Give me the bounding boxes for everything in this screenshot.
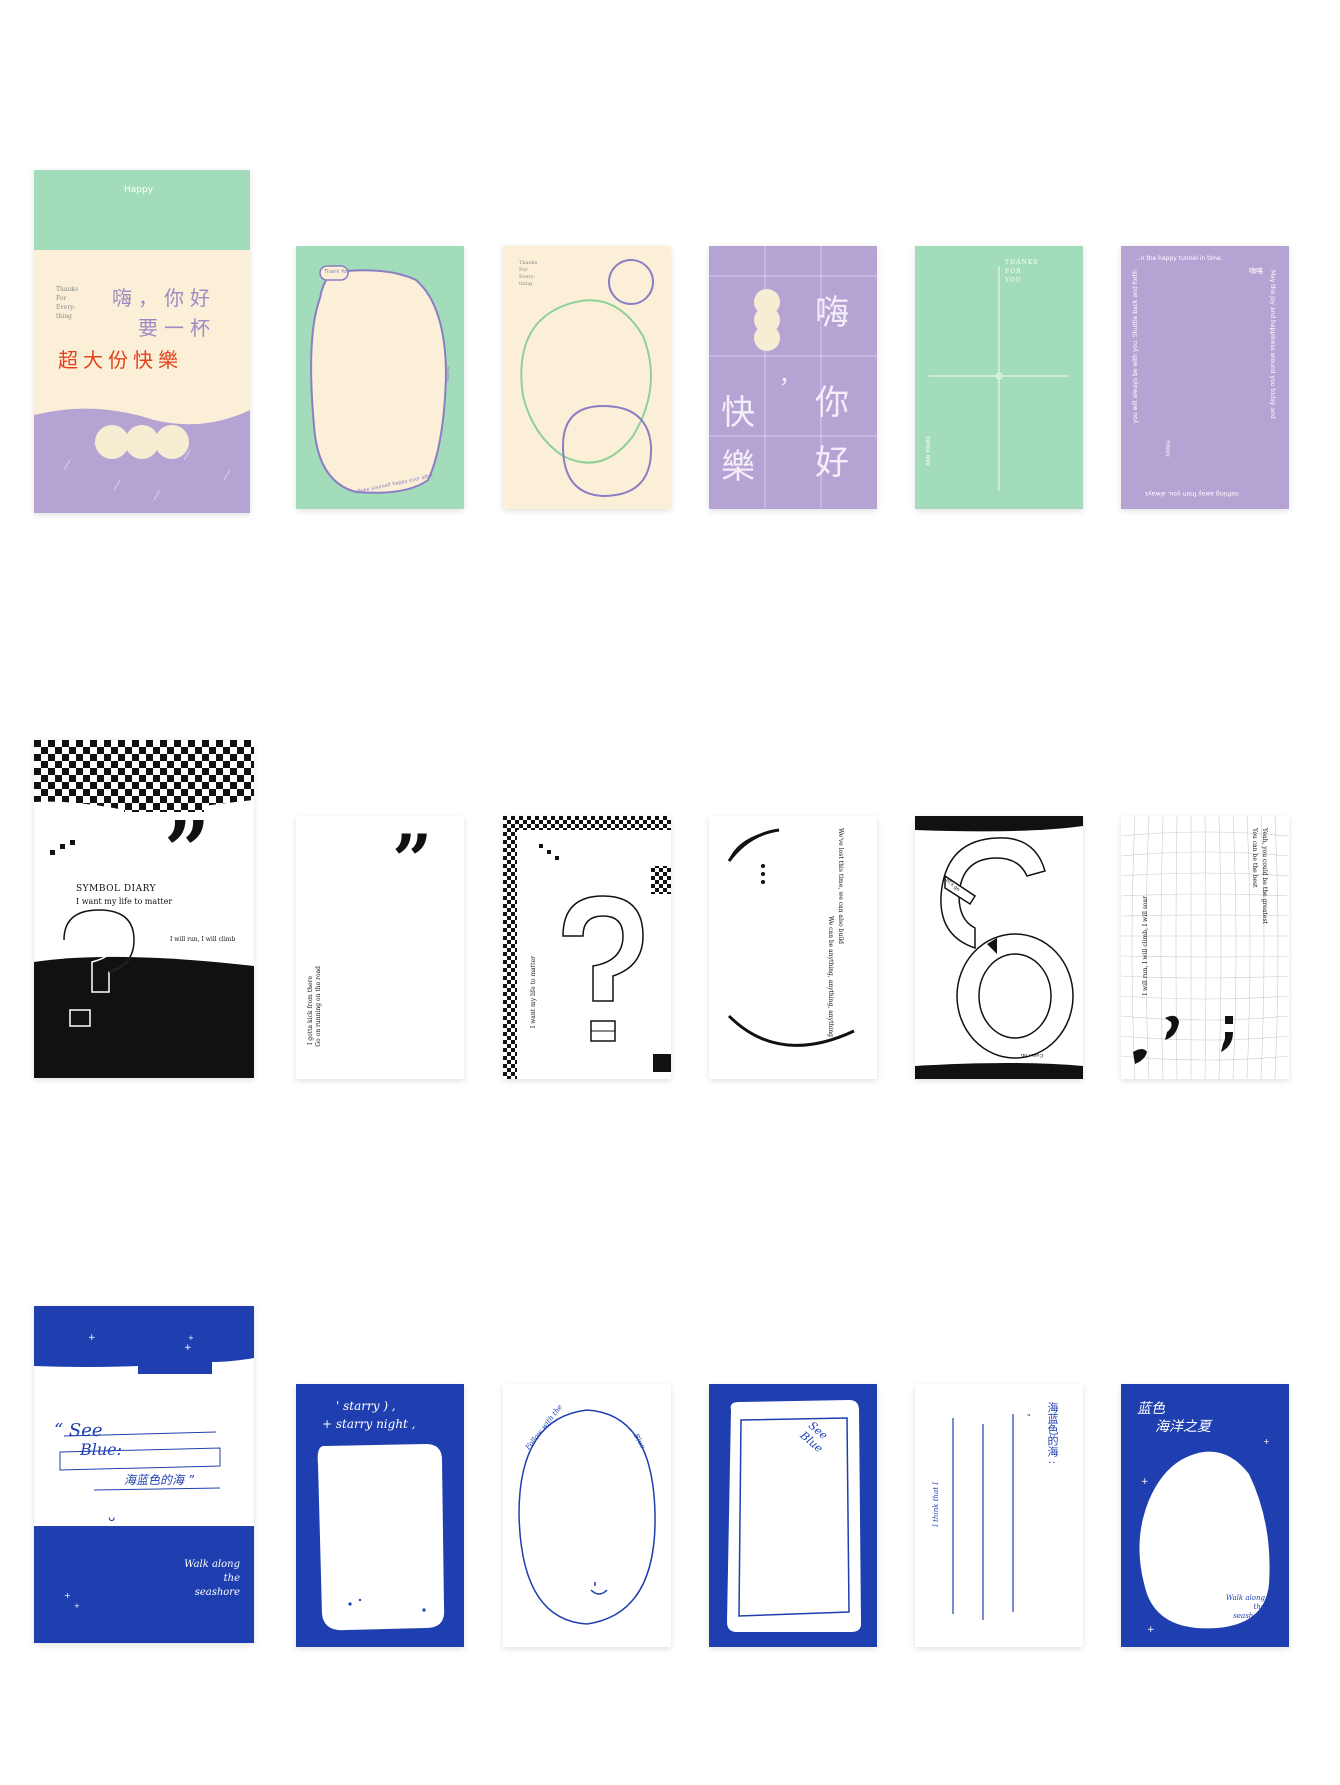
box-art: + + + + + ᴗ (34, 1306, 254, 1643)
happy-card-3: 嗨 ， 你 好 快 樂 (709, 246, 877, 509)
box-side-text: I will run, I will climb (170, 936, 236, 943)
card-text-left: I will run, I will climb, I will soar (1142, 896, 1149, 996)
box-brand: Happy (124, 185, 154, 195)
box-subtitle: 海蓝色的海 ” (124, 1473, 195, 1487)
card-text-bottom: We can be anything, anything, anything (827, 916, 834, 1037)
card-top-text: ...n the happy tunnel in time. (1135, 255, 1223, 262)
symbol-box: ” SYMBOL DIARY I want my life to matter … (34, 740, 254, 1078)
happy-box: Happy Thanks For Every- thing 嗨，你好 要一杯 超… (34, 170, 250, 513)
svg-text:+: + (64, 1591, 71, 1600)
checker-border (503, 816, 671, 1079)
bracket-arcs (727, 828, 855, 1047)
box-title-1: “ See (54, 1420, 103, 1441)
svg-text:": " (1027, 1413, 1031, 1422)
card-side-tag: 嗨咯 (1249, 267, 1263, 275)
go-letters (915, 816, 1083, 1079)
svg-text:+: + (184, 1343, 192, 1353)
symbol-card-3: We've lost this time, we can also build … (709, 816, 877, 1079)
svg-text:+: + (88, 1333, 96, 1343)
box-line-3: 超大份快樂 (58, 348, 183, 372)
card-bottom-text: nothing away from you. always (1145, 490, 1239, 497)
happy-card-5: ...n the happy tunnel in time. May the j… (1121, 246, 1289, 509)
card-line-2: + starry night , (322, 1417, 416, 1431)
card-side-text: AND YOURS (926, 436, 932, 466)
card-side-text: I think that I (932, 1482, 940, 1527)
card-vertical-text: I want my life to matter (530, 956, 537, 1029)
symbol-card-5: Yeah, you could be the greatest You can … (1121, 816, 1289, 1079)
oval-frame (310, 265, 448, 494)
svg-text:+: + (1141, 1477, 1149, 1487)
white-blob: + + + (1139, 1437, 1270, 1635)
char-5: 快 (721, 393, 755, 433)
box-art (34, 740, 254, 1078)
happy-card-1: Thank You Happy Make yourself happy ever… (296, 246, 464, 509)
box-subtitle: Thanks For Every- thing (56, 286, 79, 320)
blue-card-1: ' starry ) , + starry night , (296, 1384, 464, 1647)
card-bottom-text: Come on (1021, 1052, 1044, 1058)
box-wave (34, 170, 250, 513)
box-quote-glyph: ” (164, 803, 211, 897)
ruled-lines: " (952, 1413, 1031, 1620)
oval-outline (518, 1409, 656, 1625)
symbol-card-2: I want my life to matter (503, 816, 671, 1079)
card-right-text: 海蓝色的海 : (1046, 1402, 1059, 1465)
blue-card-2: Follow with the Blue (503, 1384, 671, 1647)
card-top-text: THANKS FOR YOU (1005, 259, 1039, 284)
box-line-1: 嗨，你好 (112, 286, 216, 310)
card-side-text: Happy (444, 366, 450, 383)
char-3: 你 (815, 383, 849, 423)
card-vertical-1: Go on running on the road (315, 966, 322, 1047)
box-line-2: 要一杯 (138, 316, 216, 340)
card-text-mid: You can be the best (1251, 828, 1258, 888)
card-small-tag: Happy (1164, 440, 1171, 457)
svg-text:+: + (188, 1334, 194, 1342)
card-text-top: Yeah, you could be the greatest (1261, 828, 1268, 924)
card-tagline: Walk along the seashore (1225, 1594, 1265, 1620)
symbol-card-1: ” Go on running on the road I gotta kick… (296, 816, 464, 1079)
symbol-card-4: Let's go Come on (915, 816, 1083, 1079)
box-tagline: I want my life to matter (76, 897, 173, 906)
box-title: SYMBOL DIARY (76, 884, 157, 894)
svg-text:ᴗ: ᴗ (108, 1510, 115, 1524)
box-title-2: Blue: (80, 1440, 123, 1459)
card-text: Thanks For Every- thing (519, 260, 538, 287)
char-2: ， (779, 364, 802, 389)
card-right-text: May the joy and happiness around you tod… (1269, 270, 1276, 419)
card-left-text: you will always be with you. Shuttle bac… (1132, 270, 1139, 424)
char-6: 樂 (721, 447, 755, 487)
window-frame (727, 1400, 861, 1632)
blue-card-3: See Blue (709, 1384, 877, 1647)
card-text-top: We've lost this time, we can also build (837, 828, 844, 945)
svg-text:+: + (74, 1602, 80, 1610)
char-1: 嗨 (815, 293, 849, 333)
white-frame (317, 1444, 445, 1631)
blue-card-4: " I think that I 海蓝色的海 : (915, 1384, 1083, 1647)
blob-lines (520, 259, 654, 498)
card-vertical-2: I gotta kick from there (307, 976, 314, 1046)
card-top-label: Thank You (324, 269, 350, 275)
happy-card-2: Thanks For Every- thing (503, 246, 671, 509)
card-title: 蓝色 海洋之夏 (1137, 1401, 1211, 1435)
blue-card-5: + + + 蓝色 海洋之夏 Walk along the seashore (1121, 1384, 1289, 1647)
blue-box: + + + + + ᴗ “ See Blue: 海蓝色的海 ” Walk alo… (34, 1306, 254, 1643)
grid-lines (709, 246, 877, 509)
svg-text:+: + (1263, 1437, 1270, 1446)
happy-card-4: THANKS FOR YOU AND YOURS (915, 246, 1083, 509)
cross-lines (929, 266, 1069, 491)
warped-grid (1121, 816, 1289, 1079)
char-4: 好 (815, 443, 849, 483)
card-line-1: ' starry ) , (336, 1399, 396, 1413)
box-tagline: Walk along the seashore (184, 1559, 240, 1598)
svg-text:+: + (1147, 1625, 1155, 1635)
card-glyph: ” (392, 819, 433, 902)
